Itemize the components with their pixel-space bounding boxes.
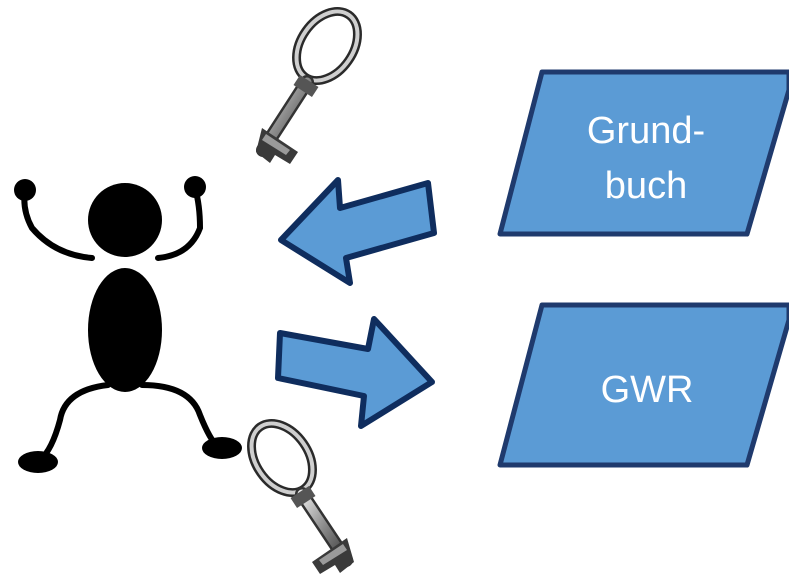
arrow-left-icon [278,177,437,286]
grundbuch-box: Grund- buch [497,69,789,237]
gwr-box: GWR [497,302,789,468]
stick-figure-icon [14,176,242,473]
arrow-right-icon [275,316,435,429]
grundbuch-label-line1: Grund- [587,110,705,152]
key-icon-bottom [247,415,363,577]
grundbuch-label-line2: buch [605,165,687,207]
key-icon-top [248,5,363,165]
gwr-label: GWR [601,369,694,411]
